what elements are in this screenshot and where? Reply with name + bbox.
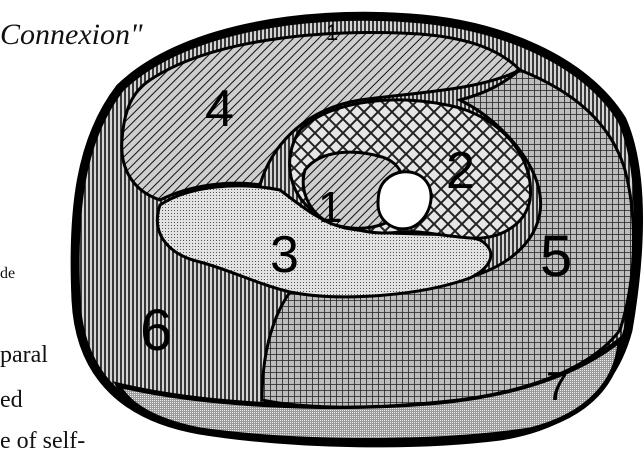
region-1-label: 1	[318, 183, 342, 232]
region-5-label: 5	[540, 224, 572, 289]
caption-text: Connexion"	[0, 18, 143, 51]
region-7-label: 7	[546, 365, 568, 409]
side-text-line3: ed	[0, 387, 23, 413]
outer-ring-label: 1	[326, 20, 338, 45]
region-4-label: 4	[205, 80, 234, 138]
center-hole	[378, 172, 431, 229]
region-6-label: 6	[140, 298, 172, 363]
region-2-label: 2	[446, 142, 475, 200]
side-text-line1: de	[0, 265, 15, 282]
side-text-line4: e of self-	[0, 428, 85, 454]
side-text-line2: paral	[0, 342, 48, 368]
region-3-label: 3	[270, 226, 299, 284]
